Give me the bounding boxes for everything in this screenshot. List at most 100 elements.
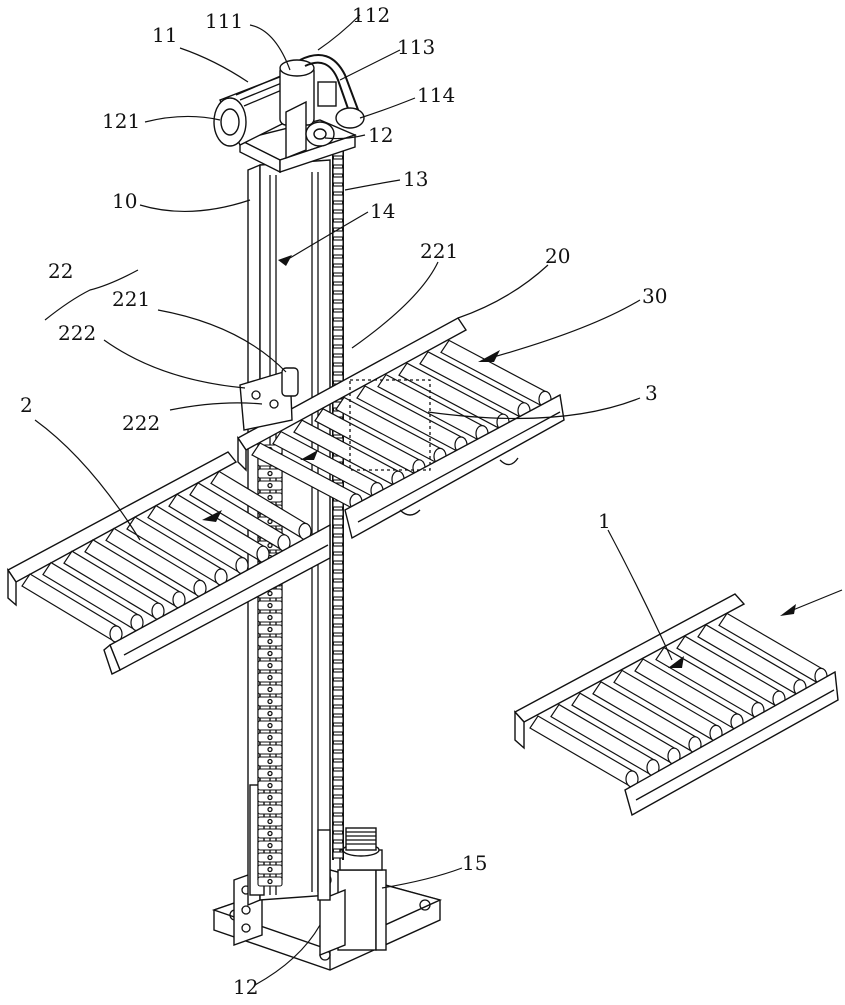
chain-link <box>332 599 344 607</box>
drag-chain-link <box>257 792 283 803</box>
drag-chain-pin <box>267 830 273 837</box>
label-2: 2 <box>20 393 33 417</box>
drag-chain-pin <box>267 650 273 657</box>
label-121: 121 <box>102 109 140 133</box>
chain-link <box>332 518 344 526</box>
drag-chain-link <box>257 480 283 491</box>
drag-chain-link <box>257 636 283 647</box>
drag-chain-pin <box>267 758 273 765</box>
chain-link <box>332 815 344 823</box>
drag-chain-pin <box>267 602 273 609</box>
chain-link <box>332 761 344 769</box>
drag-chain-link <box>257 780 283 791</box>
drag-chain-link <box>257 864 283 875</box>
label-1: 1 <box>598 509 611 533</box>
drag-chain-link <box>257 756 283 767</box>
drag-chain-pin <box>267 866 273 873</box>
drag-chain-pin <box>267 722 273 729</box>
drag-chain-link <box>257 624 283 635</box>
drag-chain-link <box>257 648 283 659</box>
drag-chain-link <box>257 720 283 731</box>
label-10: 10 <box>112 189 137 213</box>
chain-link <box>332 509 344 517</box>
chain-link <box>332 563 344 571</box>
chain-link <box>332 707 344 715</box>
chain-link <box>332 824 344 832</box>
drag-chain-pin <box>267 674 273 681</box>
chain-link <box>332 635 344 643</box>
chain-link <box>332 167 344 175</box>
drag-chain-link <box>257 876 283 887</box>
chain-link <box>332 725 344 733</box>
chain-link <box>332 347 344 355</box>
label-221-right: 221 <box>420 239 458 263</box>
bottom-drive-assembly <box>318 827 387 957</box>
drag-chain-link <box>257 672 283 683</box>
chain-link <box>332 320 344 328</box>
drag-chain-link <box>257 816 283 827</box>
chain-link <box>332 590 344 598</box>
drag-chain-link <box>257 600 283 611</box>
drag-chain-pin <box>267 638 273 645</box>
drag-chain-link <box>257 684 283 695</box>
chain-link <box>332 257 344 265</box>
top-drive-assembly <box>213 54 365 174</box>
leader-lines <box>34 14 673 986</box>
chain-link <box>332 851 344 859</box>
drag-chain-pin <box>267 878 273 885</box>
drag-chain-pin <box>267 494 273 501</box>
chain-link <box>332 770 344 778</box>
drag-chain-pin <box>267 794 273 801</box>
drag-chain-link <box>257 732 283 743</box>
chain-link <box>332 221 344 229</box>
label-30: 30 <box>642 284 667 308</box>
chain-link <box>332 545 344 553</box>
chain-link <box>332 194 344 202</box>
chain-link <box>332 797 344 805</box>
label-114: 114 <box>417 83 455 107</box>
label-13: 13 <box>403 167 428 191</box>
chain-link <box>332 572 344 580</box>
chain-link <box>332 581 344 589</box>
drag-chain-link <box>257 804 283 815</box>
label-112: 112 <box>352 3 390 27</box>
drag-chain-link <box>257 660 283 671</box>
chain-link <box>332 698 344 706</box>
chain-link <box>332 158 344 166</box>
drag-chain-pin <box>267 854 273 861</box>
chain-link <box>332 662 344 670</box>
chain-link <box>332 644 344 652</box>
chain-link <box>332 212 344 220</box>
label-11: 11 <box>152 23 177 47</box>
chain-link <box>332 833 344 841</box>
chain-link <box>332 680 344 688</box>
chain-link <box>332 788 344 796</box>
chain-link <box>332 284 344 292</box>
chain-link <box>332 671 344 679</box>
drag-chain-pin <box>267 782 273 789</box>
chain-link <box>332 248 344 256</box>
drag-chain-pin <box>267 518 273 525</box>
drag-chain-link <box>257 744 283 755</box>
drag-chain-link <box>257 612 283 623</box>
drag-chain-pin <box>267 746 273 753</box>
drag-chain-pin <box>267 614 273 621</box>
chain-link <box>332 689 344 697</box>
drag-chain-pin <box>267 662 273 669</box>
drag-chain-pin <box>267 542 273 549</box>
chain-link <box>332 266 344 274</box>
label-15: 15 <box>462 851 487 875</box>
chain-link <box>332 338 344 346</box>
drag-chain-pin <box>267 482 273 489</box>
chain-link <box>332 842 344 850</box>
drag-chain-link <box>257 840 283 851</box>
drag-chain-pin <box>267 842 273 849</box>
chain-link <box>332 536 344 544</box>
drag-chain-pin <box>267 626 273 633</box>
chain-link <box>332 230 344 238</box>
label-111: 111 <box>205 9 243 33</box>
chain-link <box>332 653 344 661</box>
label-22: 22 <box>48 259 73 283</box>
input-conveyor <box>513 593 839 817</box>
